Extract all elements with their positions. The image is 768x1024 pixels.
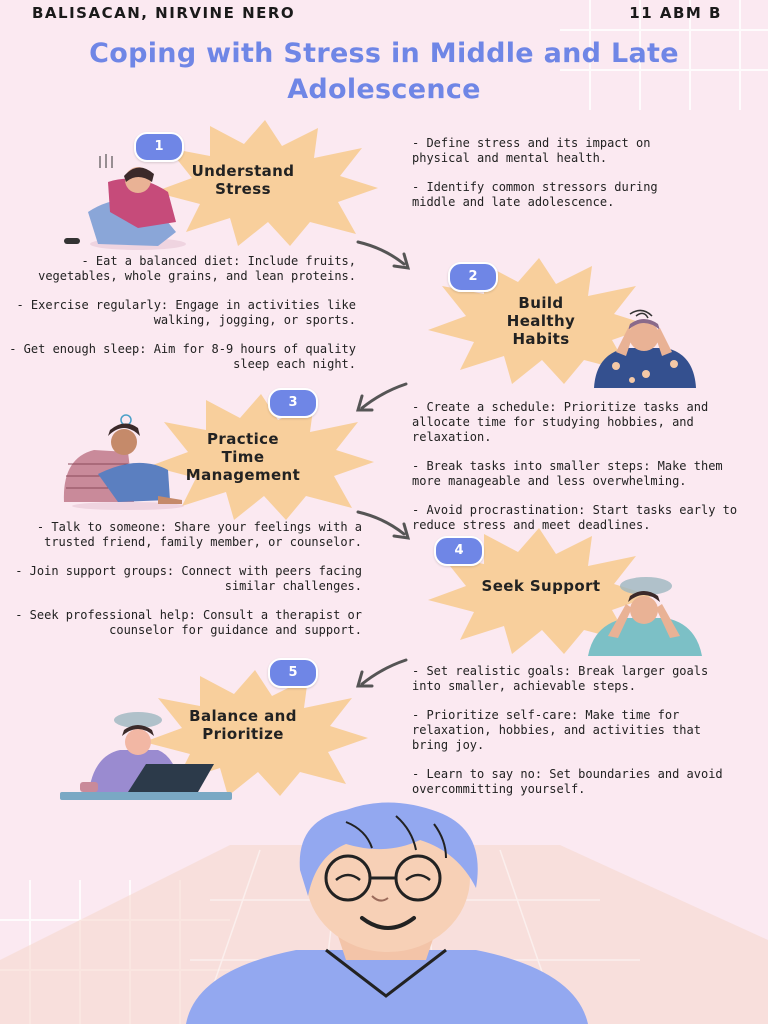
step-4-title: Seek Support bbox=[456, 577, 626, 595]
step-5-title-line: Prioritize bbox=[202, 725, 284, 743]
step-2-title-line: Healthy bbox=[506, 312, 576, 330]
step-4-title-line: Seek Support bbox=[481, 577, 601, 595]
step-2-badge: 2 bbox=[448, 262, 498, 292]
class-section: 11 ABM B bbox=[629, 4, 722, 22]
arrow-right-down-icon bbox=[356, 240, 411, 270]
step-3-title-line: Practice bbox=[207, 430, 279, 448]
burst-step-3 bbox=[150, 394, 374, 520]
step-2-title-line: Build bbox=[518, 294, 564, 312]
step-2-title-line: Habits bbox=[512, 330, 570, 348]
list-item: - Get enough sleep: Aim for 8-9 hours of… bbox=[9, 342, 356, 371]
list-item: - Exercise regularly: Engage in activiti… bbox=[16, 298, 356, 327]
smiling-boy-with-glasses-illustration bbox=[186, 802, 588, 1024]
step-5-title: Balance and Prioritize bbox=[170, 707, 316, 743]
page-title: Coping with Stress in Middle and Late Ad… bbox=[89, 38, 679, 105]
list-item: - Create a schedule: Prioritize tasks an… bbox=[412, 400, 709, 444]
list-item: - Avoid procrastination: Start tasks ear… bbox=[412, 503, 738, 532]
list-item: - Define stress and its impact on physic… bbox=[412, 136, 651, 165]
step-1-bullets: - Define stress and its impact on physic… bbox=[412, 136, 702, 224]
student-name: BALISACAN, NIRVINE NERO bbox=[32, 4, 296, 22]
list-item: - Seek professional help: Consult a ther… bbox=[15, 608, 362, 637]
step-1-title: Understand Stress bbox=[170, 162, 316, 198]
list-item: - Prioritize self-care: Make time for re… bbox=[412, 708, 701, 752]
step-5-bullets: - Set realistic goals: Break larger goal… bbox=[412, 664, 728, 811]
step-2-title: Build Healthy Habits bbox=[470, 294, 612, 348]
step-4-badge: 4 bbox=[434, 536, 484, 566]
list-item: - Set realistic goals: Break larger goal… bbox=[412, 664, 709, 693]
list-item: - Learn to say no: Set boundaries and av… bbox=[412, 767, 723, 796]
list-item: - Break tasks into smaller steps: Make t… bbox=[412, 459, 723, 488]
list-item: - Identify common stressors during middl… bbox=[412, 180, 658, 209]
step-5-badge: 5 bbox=[268, 658, 318, 688]
step-1-title-line: Stress bbox=[215, 180, 271, 198]
list-item: - Join support groups: Connect with peer… bbox=[15, 564, 362, 593]
stressed-student-sitting-illustration bbox=[64, 154, 186, 250]
arrow-left-down-icon bbox=[356, 382, 408, 412]
step-3-title-line: Time bbox=[221, 448, 265, 466]
overwhelmed-person-illustration bbox=[588, 577, 702, 656]
step-1-badge: 1 bbox=[134, 132, 184, 162]
step-4-bullets: - Talk to someone: Share your feelings w… bbox=[6, 520, 362, 652]
step-3-title: Practice Time Management bbox=[168, 430, 318, 484]
step-5-title-line: Balance and bbox=[189, 707, 297, 725]
step-3-title-line: Management bbox=[185, 466, 301, 484]
step-1-title-line: Understand bbox=[191, 162, 295, 180]
stressed-person-at-laptop-illustration bbox=[60, 712, 232, 800]
arrow-left-down-icon bbox=[356, 658, 408, 688]
list-item: - Eat a balanced diet: Include fruits, v… bbox=[38, 254, 356, 283]
step-2-bullets: - Eat a balanced diet: Include fruits, v… bbox=[6, 254, 356, 386]
list-item: - Talk to someone: Share your feelings w… bbox=[36, 520, 362, 549]
step-3-badge: 3 bbox=[268, 388, 318, 418]
arrow-right-down-icon bbox=[356, 510, 411, 540]
burst-step-4 bbox=[428, 528, 652, 654]
stressed-person-holding-head-illustration bbox=[594, 309, 696, 388]
step-3-bullets: - Create a schedule: Prioritize tasks an… bbox=[412, 400, 748, 547]
burst-step-1 bbox=[154, 120, 378, 246]
anxious-person-hugging-knees-illustration bbox=[63, 414, 184, 510]
